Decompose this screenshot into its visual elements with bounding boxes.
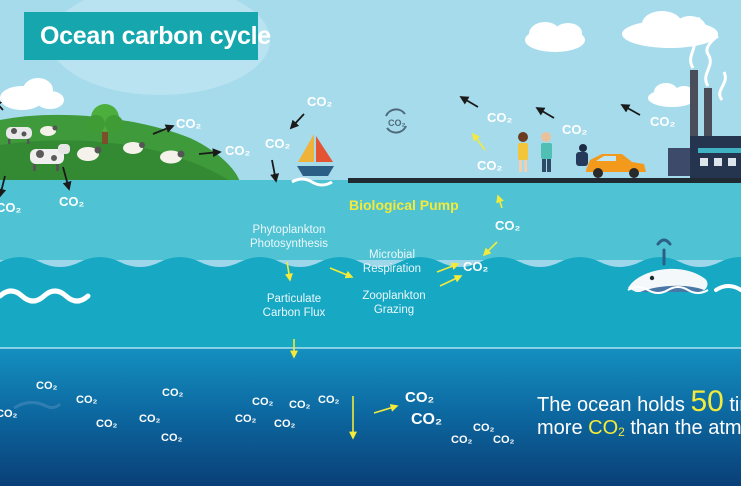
arrow-icon (285, 132, 504, 440)
sailboat-icon (291, 134, 334, 187)
co2-label: CO₂ (76, 394, 98, 406)
factory-icon (668, 16, 741, 178)
co2-label: CO₂ (225, 143, 251, 158)
cloud-icon (525, 22, 585, 52)
co2-label: CO₂ (139, 413, 161, 425)
co2-label: CO₂ (388, 118, 406, 128)
recycle-icon (385, 108, 407, 134)
person-icon (541, 132, 552, 172)
biological-pump-label: Biological Pump (349, 197, 459, 213)
co2-label: CO₂ (405, 389, 434, 406)
co2-label: CO₂ (307, 94, 333, 109)
co2-label: CO₂ (411, 411, 442, 428)
co2-label: CO₂ (36, 380, 58, 392)
tree-icon (87, 104, 123, 144)
person-icon (518, 132, 528, 172)
microbial-label: Microbial (369, 249, 415, 261)
fact-number: 50 (690, 385, 724, 418)
surface-water (0, 180, 741, 260)
co2-label: CO₂ (0, 200, 22, 215)
co2-label: CO₂ (235, 413, 257, 425)
photosynthesis-label: Photosynthesis (250, 238, 328, 250)
car-icon (586, 154, 646, 178)
co2-label: CO₂ (274, 418, 296, 430)
co2-label: CO₂ (252, 396, 274, 408)
co2-label: CO₂ (473, 422, 495, 434)
fact-co2: CO2 (588, 417, 625, 439)
person-icon (576, 144, 588, 166)
sheep-icon (123, 142, 145, 154)
co2-label: CO₂ (562, 122, 588, 137)
particulate-label: Particulate (267, 293, 321, 305)
co2-label: CO₂ (0, 408, 18, 420)
co2-label: CO₂ (162, 387, 184, 399)
co2-label: CO₂ (487, 110, 513, 125)
cow-icon (30, 144, 70, 171)
fact-line-2: more CO2 than the atmosp (537, 417, 741, 439)
co2-label: CO₂ (493, 434, 515, 446)
deep-water (0, 348, 741, 486)
co2-label: CO₂ (59, 194, 85, 209)
phytoplankton-label: Phytoplankton (253, 224, 326, 236)
cow-icon (6, 127, 32, 144)
respiration-label: Respiration (363, 263, 421, 275)
co2-labels: CO₂ CO₂ CO₂ CO₂ CO₂ CO₂ CO₂ CO₂ CO₂ CO₂ … (0, 94, 676, 274)
title-banner (24, 12, 258, 60)
whale-icon (627, 238, 709, 294)
co2-label: CO₂ (495, 218, 521, 233)
co2-label: CO₂ (176, 116, 202, 131)
co2-label: CO₂ (96, 418, 118, 430)
carbon-flux-label: Carbon Flux (263, 307, 326, 319)
mid-water (0, 257, 741, 350)
sheep-icon (160, 150, 185, 164)
arrow-icon (0, 96, 641, 198)
deep-co2-labels: CO₂ CO₂ CO₂ CO₂ CO₂ CO₂ CO₂ CO₂ CO₂ CO₂ … (0, 380, 515, 446)
page-title: Ocean carbon cycle (40, 22, 271, 50)
co2-label: CO₂ (463, 259, 489, 274)
co2-label: CO₂ (650, 114, 676, 129)
cloud-icon (648, 83, 696, 107)
grazing-label: Grazing (374, 304, 414, 316)
co2-label: CO₂ (265, 136, 291, 151)
co2-label: CO₂ (451, 434, 473, 446)
co2-label: CO₂ (289, 399, 311, 411)
shoreline (348, 178, 741, 183)
sheep-icon (40, 125, 58, 136)
co2-label: CO₂ (477, 158, 503, 173)
zooplankton-label: Zooplankton (362, 290, 425, 302)
cloud-icon (0, 78, 64, 110)
sheep-icon (77, 146, 102, 161)
co2-label: CO₂ (161, 432, 183, 444)
fact-line-1: The ocean holds 50 times (537, 385, 741, 418)
ocean-fact: The ocean holds 50 times more CO2 than t… (537, 385, 741, 444)
co2-label: CO₂ (318, 394, 340, 406)
